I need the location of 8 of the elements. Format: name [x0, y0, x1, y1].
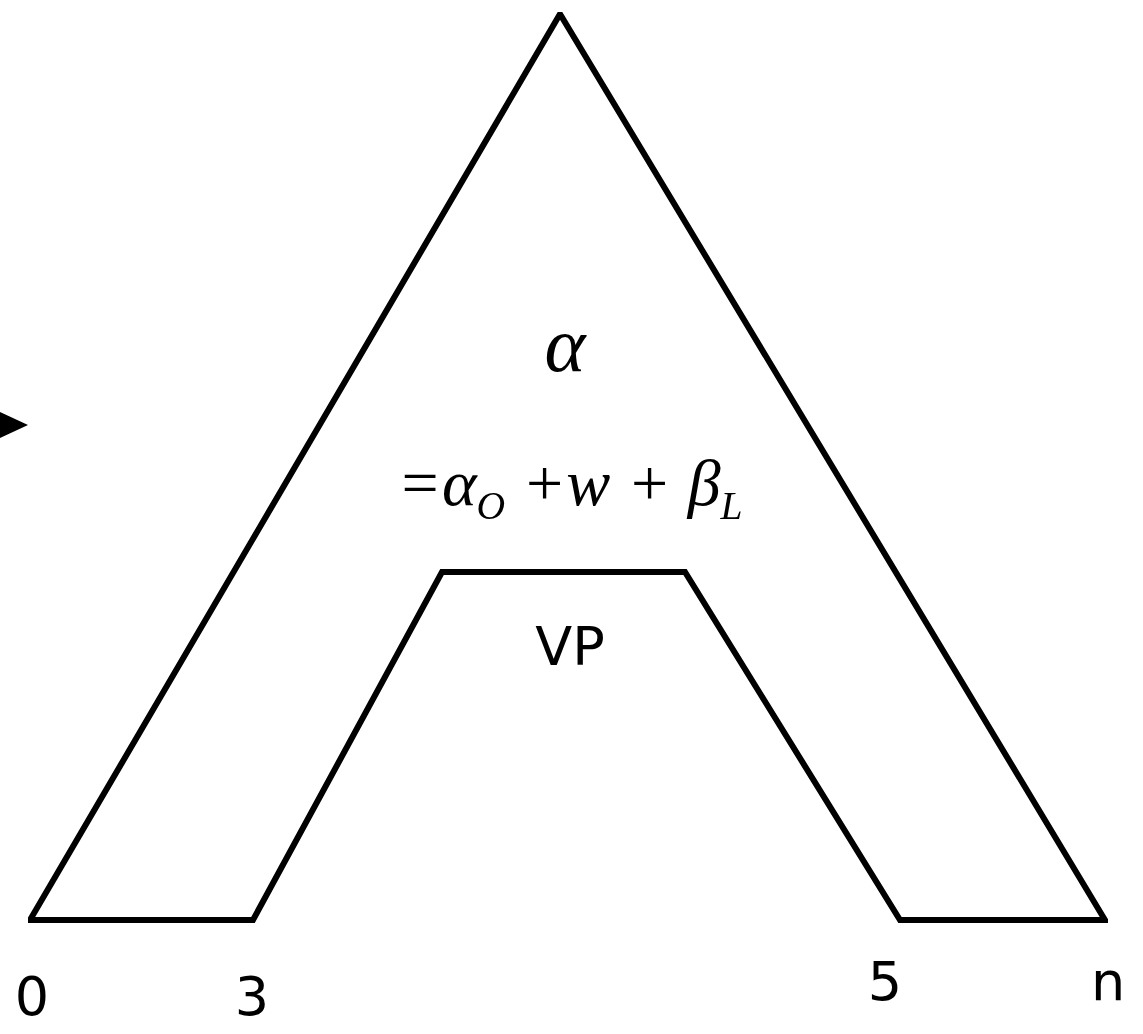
- position-number: 3: [234, 965, 270, 1028]
- elementary-tree-shape: [28, 12, 1108, 924]
- position-number: 5: [867, 950, 903, 1013]
- position-label: n: [1090, 950, 1126, 1013]
- position-number: 0: [14, 965, 50, 1028]
- foot-label: VP: [535, 615, 605, 678]
- formula: =α$_{O}$ +w + β$_{L}$: [397, 445, 743, 530]
- tree-label: α: [544, 300, 586, 390]
